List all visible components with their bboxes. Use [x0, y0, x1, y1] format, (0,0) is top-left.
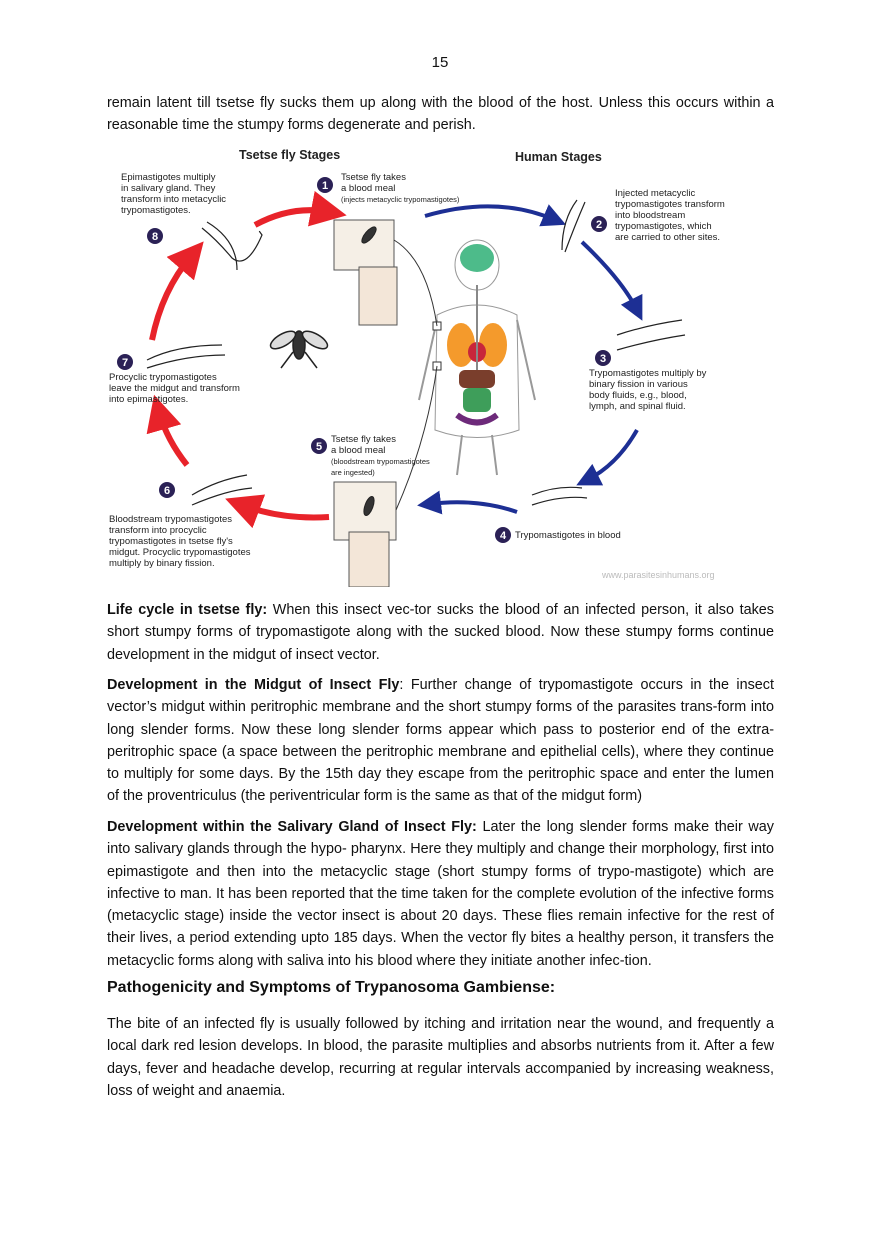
pathogenicity-paragraph: The bite of an infected fly is usually f… — [107, 1016, 774, 1099]
trypanosome-2-icon — [561, 199, 586, 253]
midgut-inset — [358, 266, 398, 326]
step-6-caption-line: midgut. Procyclic trypomastigotes — [109, 547, 251, 558]
step-8-caption-line: Epimastigotes multiply — [121, 172, 216, 183]
trypanosome-6-icon — [191, 474, 253, 506]
step-1-caption-line: (injects metacyclic trypomastigotes) — [341, 195, 460, 204]
arrow-2-to-3 — [580, 240, 643, 321]
step-6-caption-line: transform into procyclic — [109, 525, 207, 536]
step-5-caption-line: a blood meal — [331, 445, 385, 456]
life-cycle-diagram: Tsetse fly Stages Human Stages — [109, 148, 725, 587]
tsetse-life-cycle-title: Life cycle in tsetse fly: — [107, 602, 268, 618]
step-6-badge — [159, 482, 175, 498]
arrow-5-to-6 — [225, 494, 330, 529]
trypanosome-7-icon — [146, 344, 226, 369]
arrow-8-to-1 — [253, 190, 347, 228]
trypanosome-4-icon — [531, 486, 588, 506]
step-3-caption-line: binary fission in various — [589, 379, 688, 390]
step-3-badge — [595, 350, 611, 366]
step-7-caption-line: into epimastigotes. — [109, 394, 188, 405]
step-8-number: 8 — [152, 231, 158, 243]
tsetse-stages-title: Tsetse fly Stages — [239, 148, 340, 162]
step-4-caption-line: Trypomastigotes in blood — [515, 530, 621, 541]
step-5-number: 5 — [316, 441, 322, 453]
pathogenicity-heading: Pathogenicity and Symptoms of Trypanosom… — [107, 979, 556, 996]
step-7-number: 7 — [122, 357, 128, 369]
step-5-caption-line: Tsetse fly takes — [331, 434, 396, 445]
step-2-number: 2 — [596, 219, 602, 231]
step-3-number: 3 — [600, 353, 606, 365]
step-2-caption-line: trypomastigotes transform — [615, 199, 725, 210]
step-1-caption-line: Tsetse fly takes — [341, 172, 406, 183]
step-5-caption-line: are ingested) — [331, 468, 375, 477]
step-4-badge — [495, 527, 511, 543]
step-4-number: 4 — [500, 530, 507, 542]
step-7-caption-line: Procyclic trypomastigotes — [109, 372, 217, 383]
trypanosome-3-icon — [616, 319, 686, 351]
step-7-caption-line: leave the midgut and transform — [109, 383, 240, 394]
parasite-inset-5 — [348, 531, 390, 587]
intro-paragraph: remain latent till tsetse fly sucks them… — [107, 95, 774, 134]
step-8-caption-line: in salivary gland. They — [121, 183, 216, 194]
step-8-badge — [147, 228, 163, 244]
step-1-badge — [317, 177, 333, 193]
step-3-caption-line: lymph, and spinal fluid. — [589, 401, 686, 412]
watermark: www.parasitesinhumans.org — [601, 570, 715, 580]
midgut-body: : Further change of trypomastigote occur… — [107, 677, 774, 805]
tsetse-life-cycle-paragraph: Life cycle in tsetse fly: When this inse… — [107, 599, 774, 666]
step-6-caption-line: trypomastigotes in tsetse fly's — [109, 536, 233, 547]
arrow-4-to-5 — [417, 490, 518, 515]
step-6-caption-line: multiply by binary fission. — [109, 558, 215, 569]
arrow-3-to-4 — [576, 429, 639, 486]
midgut-paragraph: Development in the Midgut of Insect Fly:… — [107, 674, 774, 808]
step-2-caption-line: into bloodstream — [615, 210, 685, 221]
fly-in-inset-5-icon — [363, 496, 375, 516]
step-5-caption-line: (bloodstream trypomastigotes — [331, 457, 430, 466]
midgut-title: Development in the Midgut of Insect Fly — [107, 677, 400, 693]
tsetse-fly-icon — [269, 330, 329, 369]
page-number: 15 — [431, 54, 449, 71]
human-stages-title: Human Stages — [515, 150, 602, 164]
arrow-7-to-8 — [149, 241, 204, 341]
step-1-number: 1 — [322, 180, 328, 192]
human-body-icon — [393, 239, 536, 511]
salivary-body: Later the long slender forms make their … — [107, 819, 775, 969]
step-3-caption-line: Trypomastigotes multiply by — [589, 368, 707, 379]
bite-inset-1 — [333, 219, 395, 271]
step-6-caption-line: Bloodstream trypomastigotes — [109, 514, 232, 525]
arrow-1-to-2 — [424, 204, 567, 227]
trypanosome-8-icon — [201, 221, 263, 271]
step-6-number: 6 — [164, 485, 170, 497]
arrow-6-to-7 — [146, 394, 190, 467]
fly-in-inset-1-icon — [361, 226, 377, 244]
step-3-caption-line: body fluids, e.g., blood, — [589, 390, 687, 401]
step-2-caption-line: trypomastigotes, which — [615, 221, 712, 232]
step-8-caption-line: transform into metacyclic — [121, 194, 226, 205]
step-8-caption-line: trypomastigotes. — [121, 205, 191, 216]
salivary-paragraph: Development within the Salivary Gland of… — [107, 816, 774, 972]
step-2-caption-line: Injected metacyclic — [615, 188, 696, 199]
step-5-badge — [311, 438, 327, 454]
step-7-badge — [117, 354, 133, 370]
step-2-caption-line: are carried to other sites. — [615, 232, 720, 243]
tsetse-life-cycle-body: When this insect vec-tor sucks the blood… — [107, 602, 775, 663]
step-2-badge — [591, 216, 607, 232]
step-1-caption-line: a blood meal — [341, 183, 395, 194]
salivary-title: Development within the Salivary Gland of… — [107, 819, 477, 835]
